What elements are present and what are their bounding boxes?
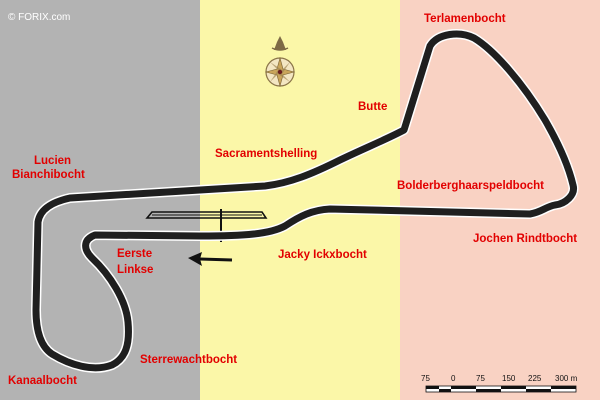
- band-middle: [200, 0, 400, 400]
- label-sacramentshelling: Sacramentshelling: [215, 148, 317, 160]
- scale-label: 75: [476, 374, 485, 383]
- label-jacky-ickxbocht: Jacky Ickxbocht: [278, 249, 367, 261]
- label-lucien-line2: Bianchibocht: [12, 169, 85, 181]
- label-lucien-line1: Lucien: [34, 155, 71, 167]
- label-butte: Butte: [358, 101, 387, 113]
- circuit-track: [31, 29, 579, 373]
- label-sterrewachtbocht: Sterrewachtbocht: [140, 354, 237, 366]
- scale-label: 300 m: [555, 374, 578, 383]
- label-terlamenbocht: Terlamenbocht: [424, 13, 506, 25]
- scale-label: 150: [502, 374, 516, 383]
- label-bolderberghaarspeldbocht: Bolderberghaarspeldbocht: [397, 180, 544, 192]
- label-kanaalbocht: Kanaalbocht: [8, 375, 77, 387]
- scale-label: 225: [528, 374, 542, 383]
- label-eerste-linkse-line1: Eerste: [117, 248, 152, 260]
- scale-label: 0: [451, 374, 456, 383]
- copyright-text: © FORIX.com: [8, 12, 70, 23]
- label-jochen-rindtbocht: Jochen Rindtbocht: [473, 233, 577, 245]
- compass-rose-icon: [264, 36, 296, 88]
- label-eerste-linkse-line2: Linkse: [117, 264, 153, 276]
- scale-label: 75: [421, 374, 430, 383]
- direction-arrow-icon: [188, 252, 233, 266]
- scale-bar: 75 0 75 150 225 300 m: [421, 374, 578, 393]
